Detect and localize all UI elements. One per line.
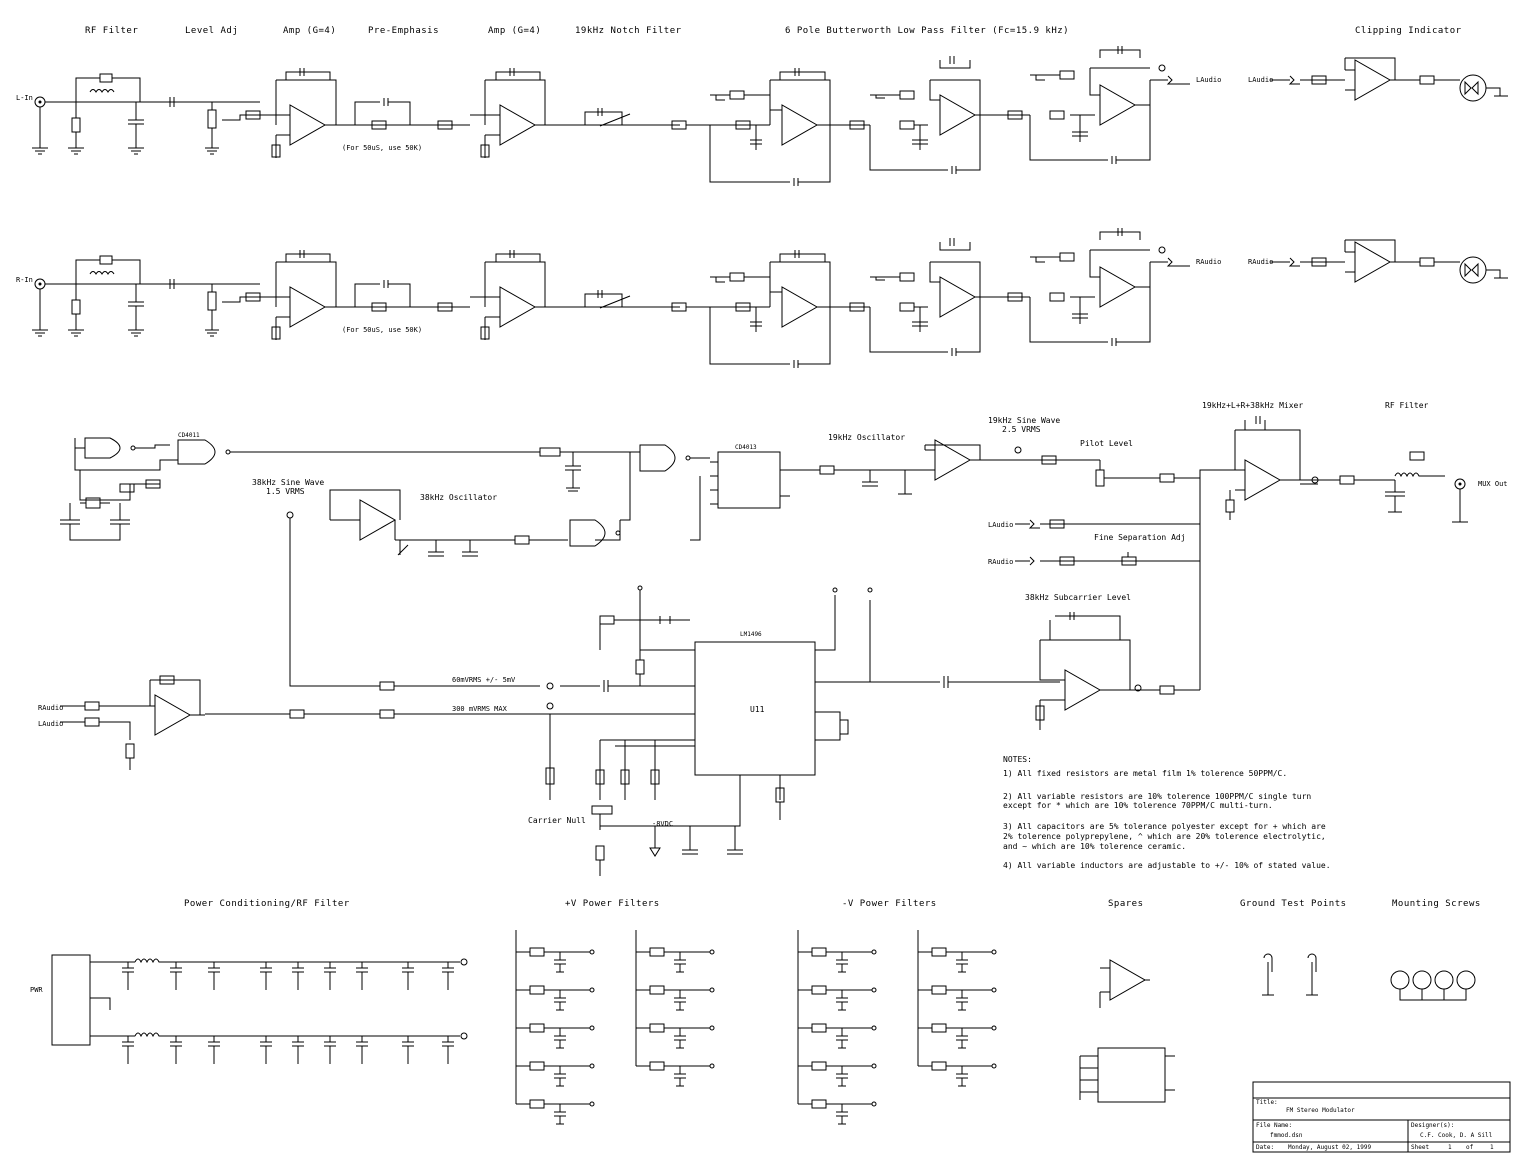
label-cd4011: CD4011	[178, 432, 200, 439]
opamp-u12a	[1064, 669, 1102, 711]
label-19k-level: 2.5 VRMS	[1002, 425, 1041, 434]
label-subcarrier: 38kHz Subcarrier Level	[1025, 593, 1131, 602]
opamp-u5a	[939, 94, 977, 136]
label-38k-osc: 38kHz Oscillator	[420, 493, 497, 502]
note-4: 4) All variable inductors are adjustable…	[1003, 861, 1331, 870]
file-value: fmmod.dsn	[1270, 1132, 1303, 1139]
sheet-value: 1	[1448, 1144, 1452, 1151]
gate-u7b	[84, 437, 121, 459]
label-pwr: PWR	[30, 986, 43, 994]
label-for-50us-r: (For 50uS, use 50K)	[342, 326, 422, 334]
ic-u11-lm1496	[694, 641, 816, 776]
label-carrier-null: Carrier Null	[528, 816, 586, 825]
opamp-u1a	[289, 104, 327, 146]
note-3b: 2% tolerence polyprepylene, ^ which are …	[1003, 832, 1326, 841]
section-amp-2: Amp (G=4)	[488, 26, 541, 36]
opamp-u10b	[1244, 459, 1282, 501]
label-laudio-sum: LAudio	[38, 720, 63, 728]
label-60mv: 60mVRMS +/- 5mV	[452, 676, 516, 684]
section-neg-filters: -V Power Filters	[842, 899, 937, 909]
section-spares: Spares	[1108, 899, 1144, 909]
designer-label: Designer(s):	[1411, 1122, 1454, 1129]
label-raudio-mix: RAudio	[988, 558, 1013, 566]
section-amp-1: Amp (G=4)	[283, 26, 336, 36]
stereo-pilot-section	[60, 416, 1468, 876]
label-19k-sine: 19kHz Sine Wave	[988, 416, 1060, 425]
label-lm1496: LM1496	[740, 631, 762, 638]
label-mux-out: MUX Out	[1478, 480, 1508, 488]
section-level-adj: Level Adj	[185, 26, 238, 36]
opamp-u2a	[781, 104, 819, 146]
label-u11: U11	[750, 705, 765, 714]
flipflop-u9	[717, 451, 781, 509]
notes-title: NOTES:	[1003, 755, 1032, 764]
neg-power-filters	[798, 930, 996, 1124]
section-lowpass-filter: 6 Pole Butterworth Low Pass Filter (Fc=1…	[785, 26, 1069, 36]
opamp-u6b	[934, 439, 972, 481]
label-laudio-in: LAudio	[1248, 76, 1273, 84]
label-cd4013: CD4013	[735, 444, 757, 451]
opamp-u10a	[154, 694, 192, 736]
label-laudio-mix: LAudio	[988, 521, 1013, 529]
connector-j4	[51, 954, 91, 1046]
label-laudio-tp: LAudio	[1196, 76, 1221, 84]
label-fine-sep: Fine Separation Adj	[1094, 533, 1186, 542]
file-label: File Name:	[1256, 1122, 1292, 1129]
left-channel-path	[32, 46, 1508, 186]
sheet-label: Sheet	[1411, 1144, 1429, 1151]
opamp-u1b	[1099, 84, 1137, 126]
opamp-u2b	[499, 104, 537, 146]
title-value: FM Stereo Modulator	[1286, 1107, 1355, 1114]
of-label: of	[1466, 1144, 1474, 1151]
label-lin: L-In	[16, 94, 33, 102]
label-minus-8vdc: -8VDC	[652, 820, 673, 828]
label-rin: R-In	[16, 276, 33, 284]
label-mixer: 19kHz+L+R+38kHz Mixer	[1202, 401, 1303, 410]
note-2a: 2) All variable resistors are 10% tolere…	[1003, 792, 1311, 801]
mounting-screws	[1390, 970, 1476, 1001]
label-300mv: 300 mVRMS MAX	[452, 705, 508, 713]
of-value: 1	[1490, 1144, 1494, 1151]
title-block: Title: FM Stereo Modulator File Name: fm…	[1252, 1081, 1511, 1153]
section-rf-filter: RF Filter	[85, 26, 138, 36]
label-raudio-tp: RAudio	[1196, 258, 1221, 266]
power-conditioning	[51, 954, 468, 1065]
label-raudio-in: RAudio	[1248, 258, 1273, 266]
section-notch-filter: 19kHz Notch Filter	[575, 26, 682, 36]
note-2b: except for * which are 10% tolerence 70P…	[1003, 801, 1273, 810]
ground-test-points	[1262, 953, 1318, 996]
gate-u7c	[177, 439, 216, 465]
section-mounting: Mounting Screws	[1392, 899, 1481, 909]
designer-value: C.F. Cook, D. A Sill	[1420, 1132, 1493, 1139]
right-channel-path	[31, 227, 1509, 369]
opamp-u12b-spare	[1109, 959, 1147, 1001]
gate-u7a	[639, 444, 676, 472]
section-ground-tp: Ground Test Points	[1240, 899, 1347, 909]
gate-u7d	[569, 519, 606, 547]
pos-power-filters	[515, 930, 715, 1125]
title-label: Title:	[1256, 1099, 1278, 1106]
label-rf-filter-out: RF Filter	[1385, 401, 1429, 410]
label-19k-osc: 19kHz Oscillator	[828, 433, 905, 442]
label-for-50us-l: (For 50uS, use 50K)	[342, 144, 422, 152]
date-label: Date:	[1256, 1144, 1274, 1151]
opamp-u4a	[1354, 59, 1392, 101]
label-38k-level: 1.5 VRMS	[266, 487, 305, 496]
label-38k-sine: 38kHz Sine Wave	[252, 478, 324, 487]
label-pilot-level: Pilot Level	[1080, 439, 1133, 448]
date-value: Monday, August 02, 1999	[1288, 1144, 1371, 1151]
label-raudio-sum: RAudio	[38, 704, 63, 712]
note-3a: 3) All capacitors are 5% tolerance polye…	[1003, 822, 1326, 831]
note-3c: and ~ which are 10% tolerence ceramic.	[1003, 842, 1186, 851]
opamp-u6a	[359, 499, 397, 541]
section-pos-filters: +V Power Filters	[565, 899, 660, 909]
section-clipping-indicator: Clipping Indicator	[1355, 26, 1462, 36]
section-pre-emphasis: Pre-Emphasis	[368, 26, 439, 36]
section-power: Power Conditioning/RF Filter	[184, 899, 350, 909]
note-1: 1) All fixed resistors are metal film 1%…	[1003, 769, 1287, 778]
flipflop-u8a-spare	[1097, 1047, 1166, 1103]
